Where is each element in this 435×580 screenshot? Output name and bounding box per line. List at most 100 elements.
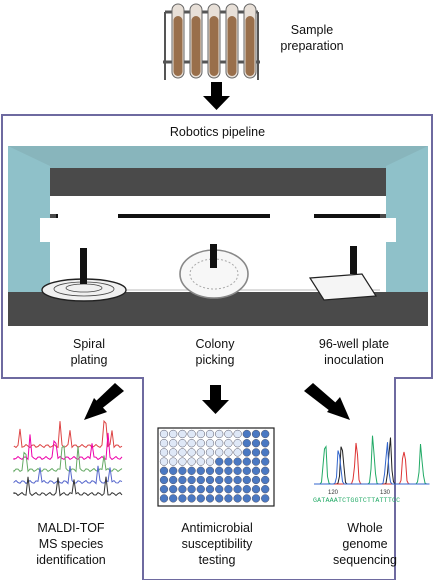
well bbox=[233, 448, 242, 457]
well bbox=[159, 494, 169, 503]
station-spiral-line1: Spiral bbox=[73, 337, 105, 351]
well bbox=[187, 485, 196, 494]
well bbox=[169, 457, 178, 466]
well bbox=[224, 448, 233, 457]
well bbox=[187, 429, 196, 439]
well bbox=[261, 457, 270, 466]
well bbox=[233, 475, 242, 485]
seq-pos-right: 130 bbox=[380, 490, 391, 496]
tube-liquid bbox=[209, 16, 219, 76]
well bbox=[233, 466, 242, 475]
well bbox=[251, 448, 261, 457]
well bbox=[215, 475, 224, 485]
station-spiral: Spiral plating bbox=[48, 336, 130, 368]
well-plate-icon bbox=[157, 427, 275, 507]
well bbox=[261, 439, 270, 448]
well bbox=[233, 439, 242, 448]
output-ast: Antimicrobial susceptibility testing bbox=[152, 520, 282, 568]
well bbox=[233, 485, 242, 494]
well bbox=[261, 494, 270, 503]
well bbox=[178, 475, 187, 485]
well bbox=[169, 466, 178, 475]
well bbox=[261, 448, 270, 457]
well bbox=[251, 439, 261, 448]
well bbox=[187, 494, 196, 503]
seq-bases: GATAAATCTGGTCTTATTTCC bbox=[313, 497, 401, 504]
output-maldi-line2: MS species bbox=[38, 537, 104, 551]
well bbox=[178, 429, 187, 439]
station-96well-line2: inoculation bbox=[324, 353, 384, 367]
well bbox=[233, 494, 242, 503]
output-wgs-line2: genome bbox=[342, 537, 388, 551]
well bbox=[215, 439, 224, 448]
well bbox=[169, 475, 178, 485]
well bbox=[205, 429, 215, 439]
arrow-to-ast bbox=[202, 385, 229, 414]
well bbox=[169, 448, 178, 457]
well bbox=[205, 457, 215, 466]
well bbox=[169, 429, 178, 439]
sample-label-2: preparation bbox=[280, 39, 344, 53]
output-maldi-line3: identification bbox=[36, 553, 106, 567]
spectrum-trace bbox=[13, 476, 123, 497]
well bbox=[261, 485, 270, 494]
sample-label-1: Sample bbox=[290, 23, 334, 37]
station-colony-line1: Colony bbox=[195, 337, 235, 351]
well bbox=[224, 457, 233, 466]
output-ast-line2: susceptibility bbox=[181, 537, 253, 551]
chromatogram-trace bbox=[314, 435, 430, 485]
well bbox=[169, 439, 178, 448]
well bbox=[187, 457, 196, 466]
well bbox=[242, 494, 251, 503]
well bbox=[196, 429, 205, 439]
output-wgs-line1: Whole bbox=[347, 521, 383, 535]
station-colony-line2: picking bbox=[195, 353, 235, 367]
spectrum-plot-icon bbox=[13, 419, 123, 497]
well bbox=[196, 485, 205, 494]
output-wgs: Whole genome sequencing bbox=[310, 520, 420, 568]
well bbox=[159, 439, 169, 448]
well bbox=[242, 448, 251, 457]
well bbox=[242, 457, 251, 466]
tube-liquid bbox=[191, 16, 201, 76]
well bbox=[205, 466, 215, 475]
robot-hood-icon bbox=[8, 146, 428, 326]
output-wgs-line3: sequencing bbox=[333, 553, 397, 567]
station-96well: 96-well plate inoculation bbox=[298, 336, 410, 368]
well bbox=[215, 494, 224, 503]
well bbox=[159, 485, 169, 494]
well bbox=[159, 448, 169, 457]
arrow-to-pipeline bbox=[203, 82, 230, 110]
well bbox=[205, 475, 215, 485]
spectrum-trace bbox=[13, 419, 123, 449]
well bbox=[242, 439, 251, 448]
chromatogram-trace bbox=[314, 442, 430, 485]
well bbox=[178, 439, 187, 448]
output-maldi: MALDI-TOF MS species identification bbox=[6, 520, 136, 568]
station-spiral-line2: plating bbox=[70, 353, 108, 367]
well bbox=[196, 457, 205, 466]
tube-liquid bbox=[245, 16, 255, 76]
well bbox=[178, 448, 187, 457]
well bbox=[205, 494, 215, 503]
well bbox=[178, 485, 187, 494]
well bbox=[196, 475, 205, 485]
well bbox=[233, 457, 242, 466]
well bbox=[187, 448, 196, 457]
output-maldi-line1: MALDI-TOF bbox=[37, 521, 105, 535]
well bbox=[187, 466, 196, 475]
test-tube-rack-icon bbox=[163, 3, 260, 80]
well bbox=[169, 494, 178, 503]
spectrum-trace bbox=[13, 445, 123, 473]
spectrum-trace bbox=[13, 432, 123, 461]
well bbox=[159, 475, 169, 485]
arrow-to-maldi bbox=[84, 383, 124, 420]
well bbox=[242, 475, 251, 485]
well bbox=[159, 457, 169, 466]
well bbox=[169, 485, 178, 494]
well bbox=[224, 429, 233, 439]
well bbox=[215, 429, 224, 439]
well bbox=[261, 429, 270, 439]
well bbox=[215, 485, 224, 494]
